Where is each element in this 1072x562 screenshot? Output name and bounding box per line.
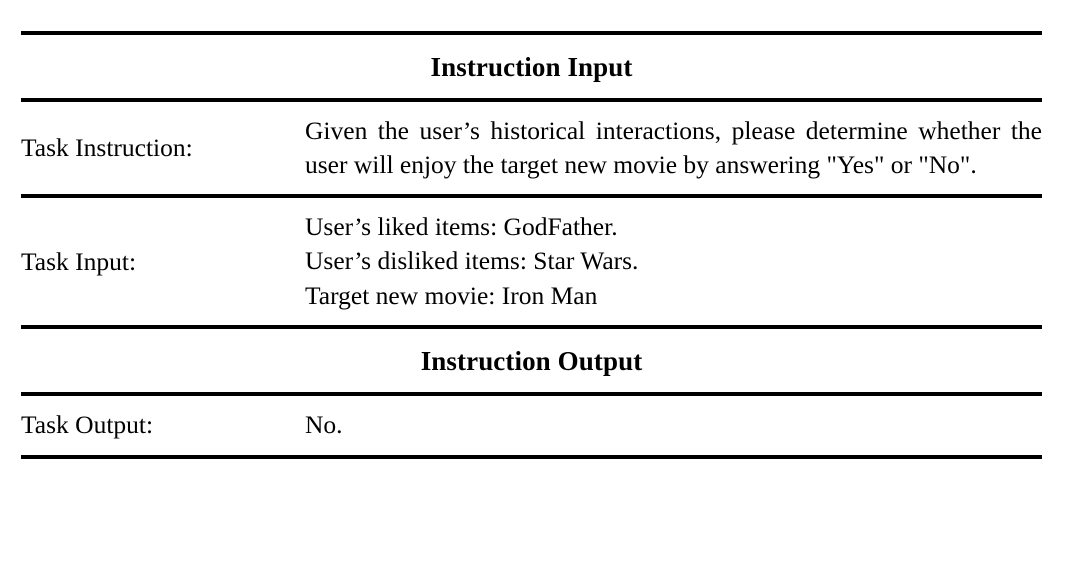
task-input-content: User’s liked items: GodFather. User’s di… — [305, 210, 1042, 312]
task-input-line-target: Target new movie: Iron Man — [305, 280, 598, 310]
section-header-instruction-input: Instruction Input — [430, 52, 633, 82]
task-output-label: Task Output: — [21, 410, 154, 440]
task-input-line-disliked: User’s disliked items: Star Wars. — [305, 246, 639, 276]
instruction-example-table: Instruction Input Task Instruction: Give… — [21, 0, 1042, 459]
task-input-line-liked: User’s liked items: GodFather. — [305, 212, 618, 242]
rule-below-task-input — [21, 324, 1042, 329]
task-output-content: No. — [305, 408, 1042, 442]
task-instruction-label: Task Instruction: — [21, 133, 193, 163]
section-header-instruction-output: Instruction Output — [420, 345, 643, 376]
table-top-rule — [21, 31, 1042, 35]
table-row-task-input: Task Input: User’s liked items: GodFathe… — [21, 198, 1042, 324]
task-output-value: No. — [305, 409, 343, 439]
task-input-label: Task Input: — [21, 246, 137, 276]
rule-below-task-instruction — [21, 194, 1042, 199]
task-instruction-text: Given the user’s historical interactions… — [305, 116, 1042, 180]
task-instruction-content: Given the user’s historical interactions… — [305, 114, 1042, 182]
rule-below-instruction-output-header — [21, 391, 1042, 396]
table-row-task-instruction: Task Instruction: Given the user’s histo… — [21, 102, 1042, 194]
table-row-task-output: Task Output: No. — [21, 396, 1042, 455]
table-bottom-rule — [21, 454, 1042, 459]
rule-below-instruction-input-header — [21, 98, 1042, 102]
